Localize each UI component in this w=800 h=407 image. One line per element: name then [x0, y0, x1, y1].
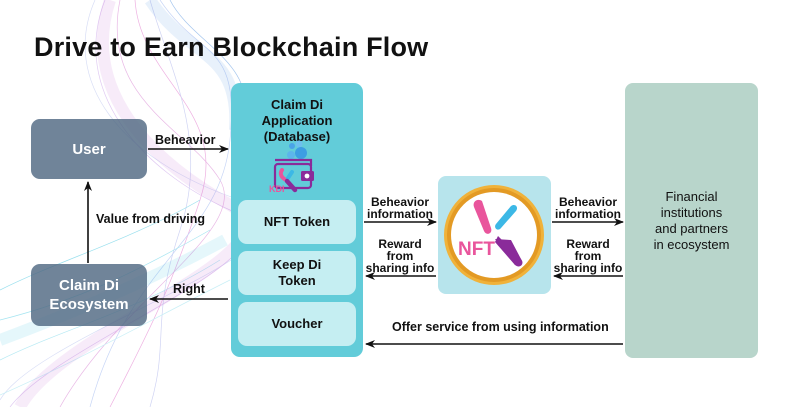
edge-label-behavior-information-1: Beheavior information — [366, 196, 434, 220]
application-title-line3: (Database) — [263, 129, 331, 144]
nft-token-item: NFT Token — [238, 200, 356, 244]
kdi-wallet-logo-icon: KDI — [269, 140, 314, 194]
ecosystem-label: Claim Di Ecosystem — [49, 276, 128, 314]
page-title: Drive to Earn Blockchain Flow — [34, 32, 429, 62]
user-label: User — [72, 140, 106, 158]
edge-label-reward-sharing-2: Reward from sharing info — [552, 238, 624, 274]
edge-label-right: Right — [173, 282, 205, 296]
keep-di-token-line1: Keep Di — [272, 257, 322, 272]
edge-label-line: Beheavior — [370, 195, 430, 209]
financial-label-line1: Financial — [665, 188, 718, 204]
edge-label-reward-sharing-1: Reward from sharing info — [364, 238, 436, 274]
edge-label-line: Reward — [566, 237, 610, 251]
voucher-label: Voucher — [271, 316, 323, 331]
edge-label-offer-service: Offer service from using information — [392, 320, 609, 334]
edge-label-behavior: Beheavior — [155, 133, 216, 147]
keep-di-token-item: Keep Di Token — [238, 251, 356, 295]
voucher-item: Voucher — [238, 302, 356, 346]
ecosystem-label-line1: Claim Di — [58, 277, 119, 294]
claim-di-application-node: Claim Di Application (Database) KDI NFT … — [231, 83, 363, 357]
edge-label-line: from — [574, 249, 602, 263]
edge-label-line: from — [386, 249, 414, 263]
kdi-logo-text: KDI — [269, 184, 285, 194]
application-title: Claim Di Application (Database) — [231, 97, 363, 145]
edge-label-line: information — [555, 207, 621, 221]
claim-di-ecosystem-node: Claim Di Ecosystem — [31, 264, 147, 326]
user-node: User — [31, 119, 147, 179]
financial-label-line2: institutions — [660, 204, 723, 220]
keep-di-token-line2: Token — [278, 273, 316, 288]
financial-label: Financial institutions and partners in e… — [654, 189, 730, 253]
edge-label-behavior-information-2: Beheavior information — [554, 196, 622, 220]
edge-label-line: Reward — [378, 237, 422, 251]
edge-label-line: information — [367, 207, 433, 221]
ecosystem-label-line2: Ecosystem — [49, 296, 129, 313]
nft-token-label: NFT Token — [263, 214, 331, 229]
application-title-line1: Claim Di — [270, 97, 323, 112]
financial-institutions-node: Financial institutions and partners in e… — [625, 83, 758, 358]
application-title-line2: Application — [261, 113, 333, 128]
edge-label-line: sharing info — [365, 261, 435, 275]
edge-label-line: sharing info — [553, 261, 623, 275]
financial-label-line3: and partners — [655, 220, 728, 236]
keep-di-token-label: Keep Di Token — [273, 257, 321, 289]
nft-logo-icon: NFT — [444, 185, 544, 285]
nft-logo-text: NFT — [458, 239, 495, 260]
financial-label-line4: in ecosystem — [653, 236, 730, 252]
edge-label-line: Beheavior — [558, 195, 618, 209]
nft-node: NFT — [438, 176, 551, 294]
edge-label-value-from-driving: Value from driving — [96, 212, 206, 226]
